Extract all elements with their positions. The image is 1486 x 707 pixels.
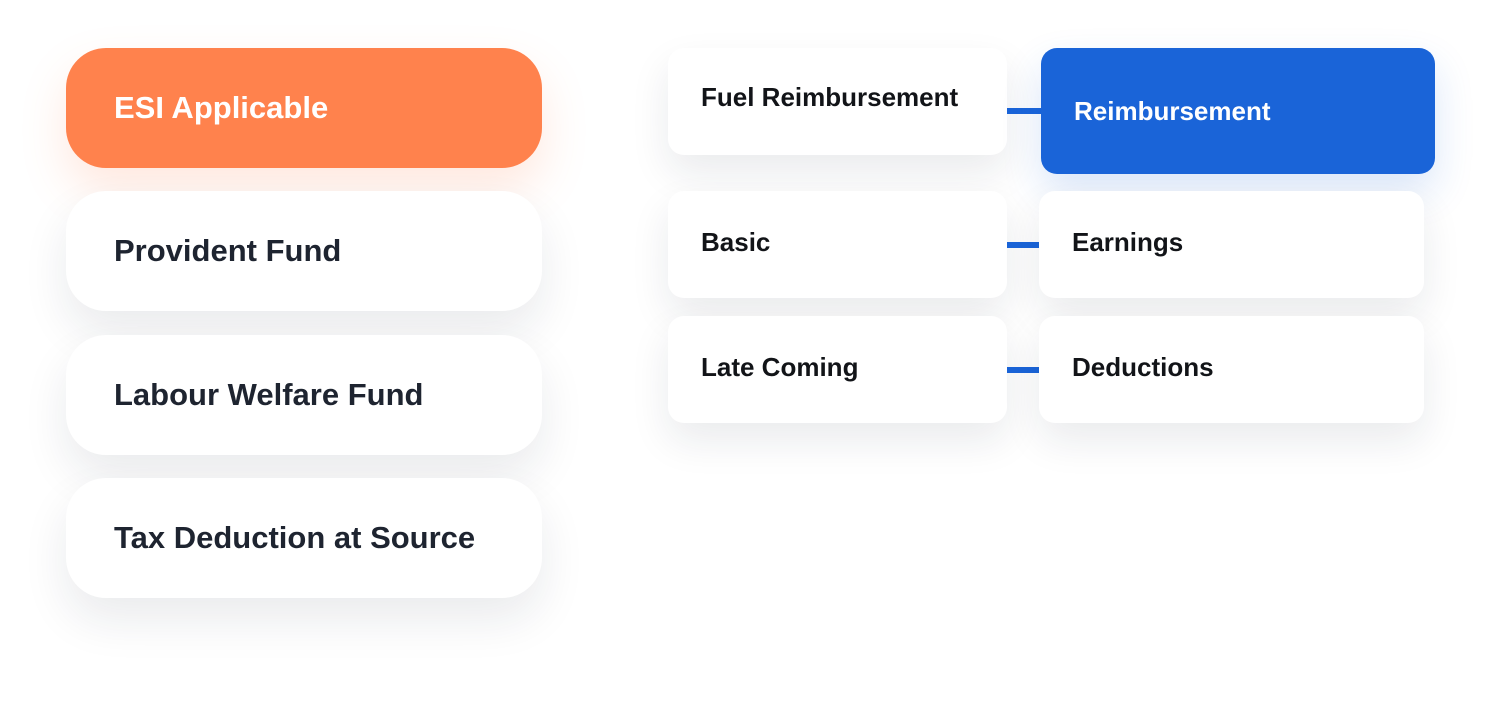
salary-component-label: Fuel Reimbursement (701, 82, 959, 112)
salary-category-reimbursement[interactable]: Reimbursement (1041, 48, 1435, 174)
salary-component-label: Basic (701, 227, 771, 257)
compliance-item-label: Tax Deduction at Source (114, 520, 476, 555)
salary-category-label: Earnings (1072, 227, 1184, 257)
compliance-item-labour-welfare-fund[interactable]: Labour Welfare Fund (66, 335, 542, 455)
compliance-item-label: ESI Applicable (114, 90, 329, 125)
compliance-item-label: Labour Welfare Fund (114, 377, 424, 412)
salary-component-label: Late Coming (701, 352, 859, 382)
salary-component-late-coming[interactable]: Late Coming (668, 316, 1007, 423)
mapping-connector (1007, 108, 1041, 114)
salary-category-deductions[interactable]: Deductions (1039, 316, 1424, 423)
salary-category-label: Deductions (1072, 352, 1214, 382)
compliance-item-esi[interactable]: ESI Applicable (66, 48, 542, 168)
mapping-connector (1007, 367, 1039, 373)
compliance-item-provident-fund[interactable]: Provident Fund (66, 191, 542, 311)
salary-category-label: Reimbursement (1074, 95, 1271, 126)
salary-category-earnings[interactable]: Earnings (1039, 191, 1424, 298)
compliance-item-tds[interactable]: Tax Deduction at Source (66, 478, 542, 598)
salary-component-basic[interactable]: Basic (668, 191, 1007, 298)
compliance-item-label: Provident Fund (114, 233, 342, 268)
mapping-connector (1007, 242, 1039, 248)
salary-component-fuel-reimbursement[interactable]: Fuel Reimbursement (668, 48, 1007, 155)
